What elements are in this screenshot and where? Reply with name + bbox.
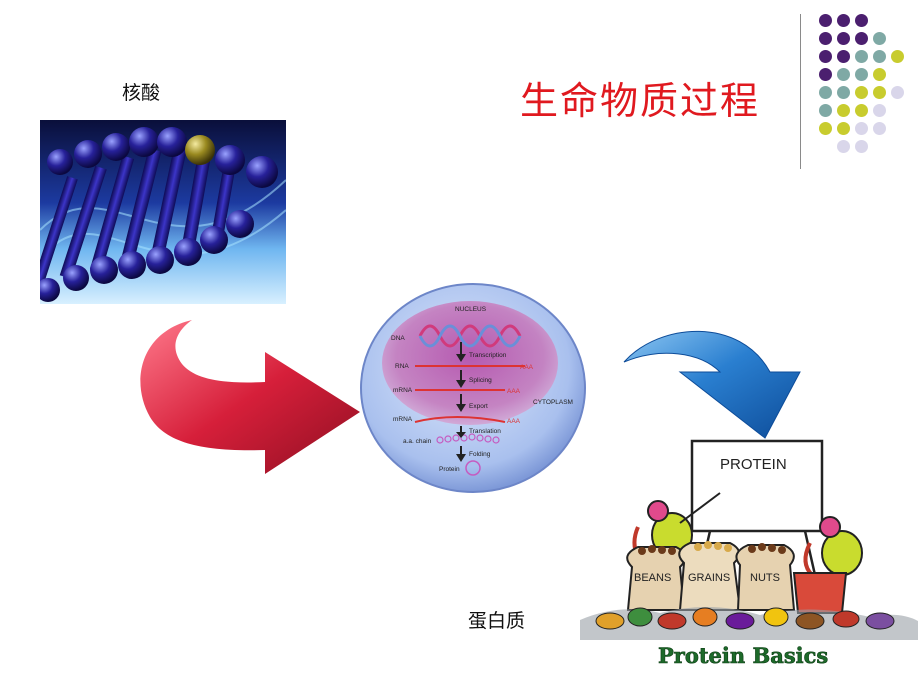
label-nucleus: NUCLEUS (455, 306, 487, 313)
label-aaa-rna: AAA (520, 364, 534, 371)
label-splicing: Splicing (469, 377, 492, 384)
label-transcription: Transcription (469, 352, 507, 359)
label-dna: DNA (391, 335, 405, 342)
sack-label-beans: BEANS (634, 572, 671, 584)
label-mrna-cytoplasm: mRNA (393, 416, 413, 423)
label-nucleic-acid: 核酸 (122, 82, 161, 104)
sack-label-nuts: NUTS (750, 572, 780, 584)
central-dogma-cell-diagram: NUCLEUS DNA RNA mRNA mRNA a.a. chain Pro… (360, 283, 586, 493)
label-aaa-cytoplasm: AAA (507, 418, 521, 425)
label-cytoplasm: CYTOPLASM (533, 399, 573, 406)
title-divider-line (800, 14, 801, 169)
label-folding: Folding (469, 451, 491, 458)
board-text-protein: PROTEIN (720, 456, 787, 473)
red-curved-arrow (140, 320, 360, 474)
label-aa-chain: a.a. chain (403, 438, 432, 445)
protein-basics-cartoon: PROTEIN BEANS GRAINS NUTS Protein Basics (580, 439, 918, 667)
dot-grid-decoration (816, 14, 920, 154)
label-export: Export (469, 403, 488, 410)
slide-title: 生命物质过程 (520, 79, 761, 123)
label-aaa-mrna: AAA (507, 388, 521, 395)
sack-label-grains: GRAINS (688, 572, 730, 584)
dna-helix-image (40, 120, 286, 304)
blue-curved-arrow (623, 330, 801, 439)
label-protein-zh: 蛋白质 (468, 610, 526, 632)
label-protein: Protein (439, 466, 460, 473)
protein-basics-caption: Protein Basics (658, 643, 828, 667)
label-translation: Translation (469, 428, 501, 435)
label-mrna-nucleus: mRNA (393, 387, 413, 394)
label-rna: RNA (395, 363, 409, 370)
